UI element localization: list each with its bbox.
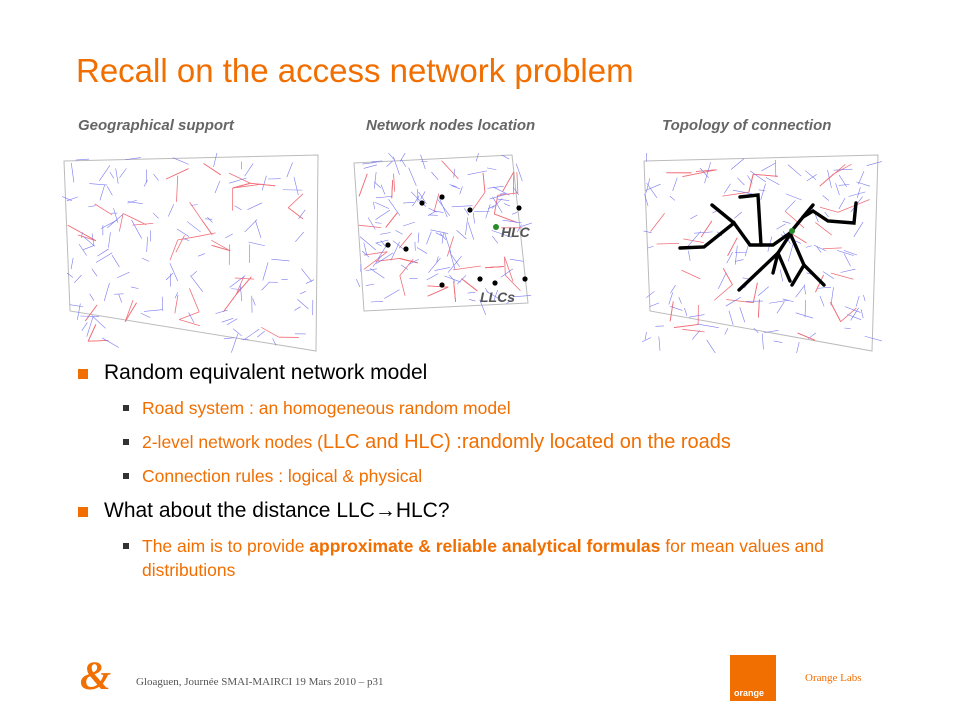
- bullet-road-system: Road system : an homogeneous random mode…: [76, 396, 906, 420]
- orange-logo-text: orange: [734, 688, 765, 698]
- orange-logo: orange: [730, 655, 776, 701]
- bullet-aim: The aim is to provide approximate & reli…: [76, 534, 906, 582]
- bullet-aim-part3: for mean values and distributions: [142, 536, 824, 580]
- bullet-distance-question: What about the distance LLC→HLC?: [76, 498, 906, 524]
- road-map-panel-geographical: [62, 153, 319, 353]
- bullet-list: Random equivalent network model Road sys…: [76, 360, 906, 592]
- bullet-aim-part1: The aim is to provide: [142, 536, 310, 556]
- bullet-network-nodes-part2: LLC and HLC) :randomly located on the ro…: [322, 431, 731, 453]
- llcs-label: LLCs: [480, 289, 515, 305]
- bullet-aim-emphasis: approximate & reliable analytical formul…: [309, 536, 661, 556]
- road-map-panel-nodes: HLC LLCs: [353, 153, 532, 315]
- caption-topology-of-connection: Topology of connection: [662, 117, 832, 134]
- hlc-node: [493, 224, 499, 230]
- caption-network-nodes-location: Network nodes location: [366, 117, 536, 134]
- bullet-random-model: Random equivalent network model: [76, 360, 906, 386]
- bullet-network-nodes-part1: 2-level network nodes (: [142, 432, 323, 452]
- slide-title: Recall on the access network problem: [76, 52, 634, 89]
- bullet-connection-rules: Connection rules : logical & physical: [76, 464, 906, 488]
- road-map-panel-topology: [642, 153, 882, 353]
- hlc-node-topology: [789, 228, 795, 234]
- connection-tree: [678, 193, 858, 292]
- ampersand-logo: &: [80, 653, 112, 698]
- caption-geographical-support: Geographical support: [78, 117, 234, 134]
- hlc-label: HLC: [501, 224, 531, 240]
- llc-nodes: [385, 194, 528, 288]
- bullet-network-nodes: 2-level network nodes (LLC and HLC) :ran…: [76, 430, 906, 454]
- footer-citation: Gloaguen, Journée SMAI-MAIRCI 19 Mars 20…: [136, 676, 384, 688]
- orange-labs-label: Orange Labs: [805, 672, 862, 684]
